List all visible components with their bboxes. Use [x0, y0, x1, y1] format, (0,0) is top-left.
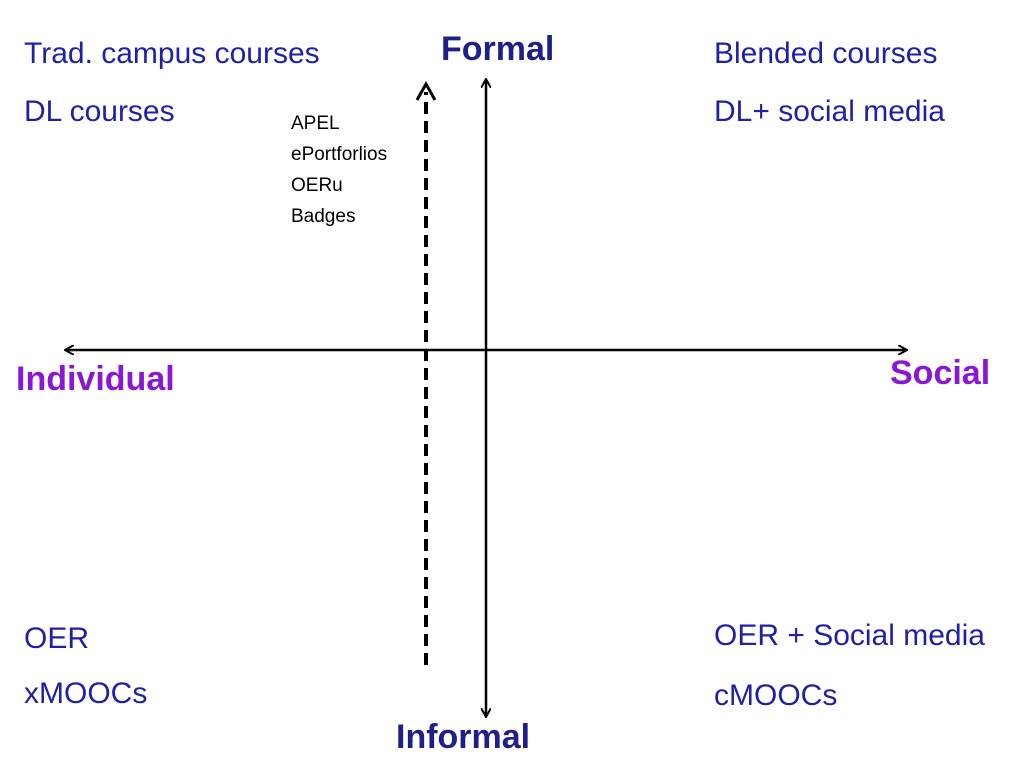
formal-axis-label: Formal: [441, 30, 555, 68]
bottom-left-item-1: OER: [24, 622, 90, 655]
individual-axis-label: Individual: [16, 360, 175, 398]
bottom-right-item-1: OER + Social media: [714, 619, 985, 652]
top-right-item-1: Blended courses: [714, 37, 938, 70]
dashed-axis-annotation-1: APEL: [291, 113, 340, 134]
informal-axis-label: Informal: [396, 718, 531, 756]
top-left-item-2: DL courses: [24, 95, 175, 128]
social-axis-label: Social: [890, 354, 991, 392]
bottom-left-item-2: xMOOCs: [24, 677, 148, 710]
dashed-axis-annotation-3: OERu: [291, 175, 343, 196]
top-right-item-2: DL+ social media: [714, 95, 945, 128]
dashed-axis-arrowhead: [415, 80, 437, 101]
bottom-right-item-2: cMOOCs: [714, 679, 838, 712]
top-left-item-1: Trad. campus courses: [24, 37, 320, 70]
dashed-axis-annotation-4: Badges: [291, 206, 356, 227]
dashed-axis-annotation-2: ePortforlios: [291, 144, 388, 165]
